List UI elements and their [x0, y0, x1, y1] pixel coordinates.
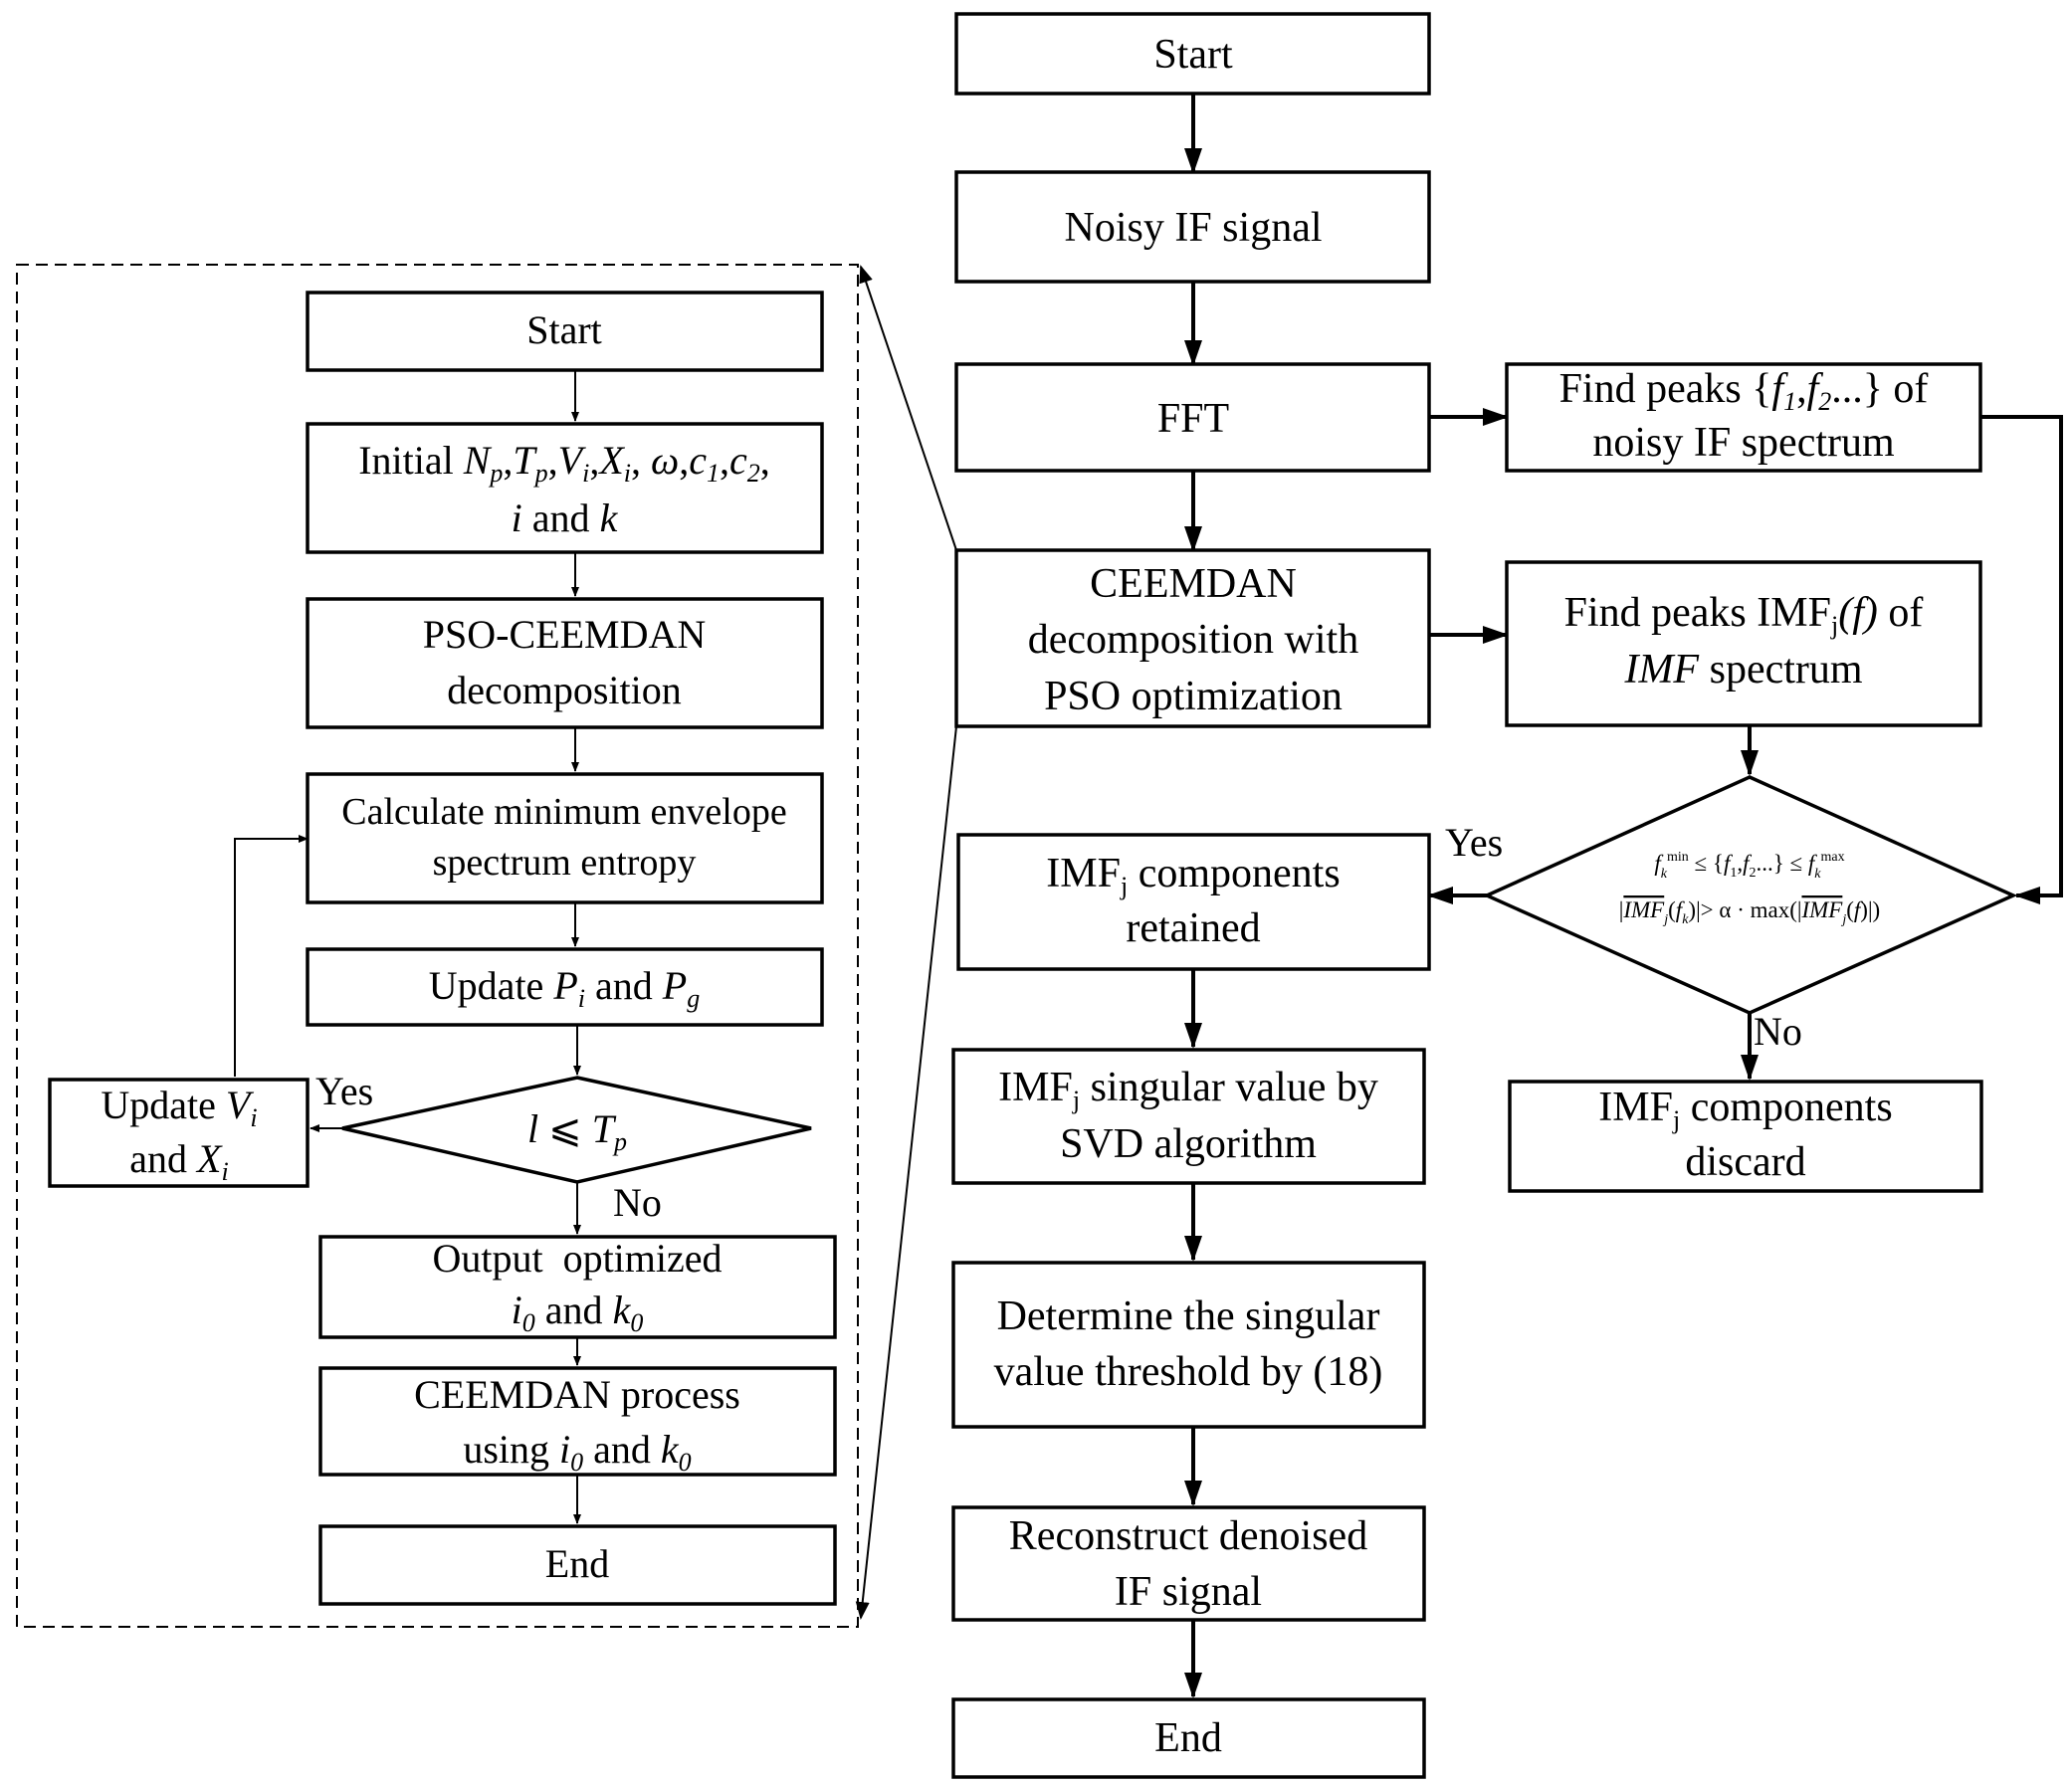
entropy-box: Calculate minimum envelope spectrum entr…: [306, 772, 824, 904]
output-optimized-box: Output optimized i0 and k0: [318, 1235, 837, 1339]
find-peaks-noisy-box: Find peaks {f1,f2...} of noisy IF spectr…: [1505, 362, 1982, 473]
fft-label: FFT: [1157, 396, 1229, 442]
update-vx-box: Update Vi and Xi: [48, 1078, 310, 1188]
noisy-if-box: Noisy IF signal: [954, 170, 1431, 284]
iteration-no-label: No: [613, 1180, 662, 1225]
threshold-line-1: Determine the singular: [997, 1293, 1380, 1339]
ceemdan-process-line-1: CEEMDAN process: [414, 1372, 740, 1417]
discard-box: IMFj components discard: [1508, 1080, 1983, 1193]
update-vx-line-2: and Xi: [129, 1136, 228, 1186]
left-start-box: Start: [306, 291, 824, 372]
discard-line-2: discard: [1685, 1139, 1805, 1185]
iteration-condition-diamond: l ⩽ Tp: [341, 1076, 812, 1184]
retained-line-1: IMFj components: [1046, 851, 1340, 900]
output-line-1: Output optimized: [432, 1236, 722, 1281]
left-connectors: [234, 370, 581, 1524]
svd-line-1: IMFj singular value by: [998, 1065, 1378, 1114]
svd-box: IMFj singular value by SVD algorithm: [951, 1048, 1426, 1185]
threshold-box: Determine the singular value threshold b…: [951, 1261, 1426, 1429]
ceemdan-process-line-2: using i0 and k0: [463, 1427, 691, 1477]
arrow-peaks-to-condition: [1980, 415, 2063, 904]
condition-line-1: fkmin ≤ {f1,f2...} ≤ fkmax: [1654, 850, 1844, 882]
iteration-condition-label: l ⩽ Tp: [527, 1106, 627, 1156]
pso-ceemdan-box: PSO-CEEMDAN decomposition: [306, 597, 824, 729]
svd-line-2: SVD algorithm: [1060, 1121, 1317, 1167]
find-peaks-imf-box: Find peaks IMFj(f) of IMF spectrum: [1505, 560, 1982, 727]
peaks-imf-line-1: Find peaks IMFj(f) of: [1564, 590, 1924, 640]
reconstruct-line-2: IF signal: [1115, 1569, 1262, 1615]
detail-panel: [16, 264, 859, 1628]
left-start-label: Start: [526, 307, 602, 352]
condition-yes-label: Yes: [1445, 820, 1503, 865]
retained-box: IMFj components retained: [956, 833, 1431, 971]
update-p-box: Update Pi and Pg: [306, 947, 824, 1027]
initial-params-box: Initial Np,Tp,Vi,Xi, ω,c1,c2, i and k: [306, 422, 824, 554]
zoom-arrow-top: [859, 265, 957, 551]
pso-ceemdan-line-2: decomposition: [447, 668, 682, 712]
zoom-arrow-bottom: [855, 725, 957, 1620]
peaks-imf-line-2: IMF spectrum: [1623, 647, 1862, 693]
initial-line-1: Initial Np,Tp,Vi,Xi, ω,c1,c2,: [358, 438, 770, 488]
entropy-line-1: Calculate minimum envelope: [341, 791, 786, 833]
ceemdan-line-2: decomposition with: [1028, 617, 1358, 663]
fft-box: FFT: [954, 362, 1431, 473]
imf-condition-diamond: fkmin ≤ {f1,f2...} ≤ fkmax |IMFj(fk)|> α…: [1482, 775, 2018, 1015]
ceemdan-process-box: CEEMDAN process using i0 and k0: [318, 1366, 837, 1477]
entropy-line-2: spectrum entropy: [433, 842, 697, 884]
pso-ceemdan-line-1: PSO-CEEMDAN: [423, 612, 706, 657]
noisy-if-label: Noisy IF signal: [1064, 205, 1322, 251]
ceemdan-line-1: CEEMDAN: [1090, 561, 1297, 607]
condition-line-2: |IMFj(fk)|> α · max(|IMFj(f)|): [1619, 897, 1880, 927]
right-end-box: End: [951, 1697, 1426, 1779]
reconstruct-box: Reconstruct denoised IF signal: [951, 1505, 1426, 1622]
iteration-yes-label: Yes: [315, 1069, 373, 1113]
update-p-label: Update Pi and Pg: [429, 963, 700, 1013]
left-end-label: End: [545, 1541, 609, 1586]
retained-line-2: retained: [1126, 905, 1260, 951]
peaks-noisy-line-2: noisy IF spectrum: [1592, 420, 1895, 466]
initial-line-2: i and k: [512, 496, 619, 540]
output-line-2: i0 and k0: [512, 1288, 644, 1337]
threshold-line-2: value threshold by (18): [994, 1349, 1383, 1395]
end-label: End: [1154, 1715, 1222, 1761]
update-vx-line-1: Update Vi: [101, 1083, 257, 1132]
ceemdan-line-3: PSO optimization: [1044, 674, 1343, 719]
reconstruct-line-1: Reconstruct denoised: [1009, 1513, 1367, 1559]
peaks-noisy-line-1: Find peaks {f1,f2...} of: [1559, 366, 1929, 416]
ceemdan-pso-box: CEEMDAN decomposition with PSO optimizat…: [954, 548, 1431, 728]
start-label: Start: [1153, 32, 1233, 78]
right-start-box: Start: [954, 12, 1431, 96]
condition-no-label: No: [1754, 1009, 1802, 1054]
right-connectors: [1184, 94, 2063, 1698]
left-end-box: End: [318, 1524, 837, 1606]
discard-line-1: IMFj components: [1598, 1085, 1892, 1134]
